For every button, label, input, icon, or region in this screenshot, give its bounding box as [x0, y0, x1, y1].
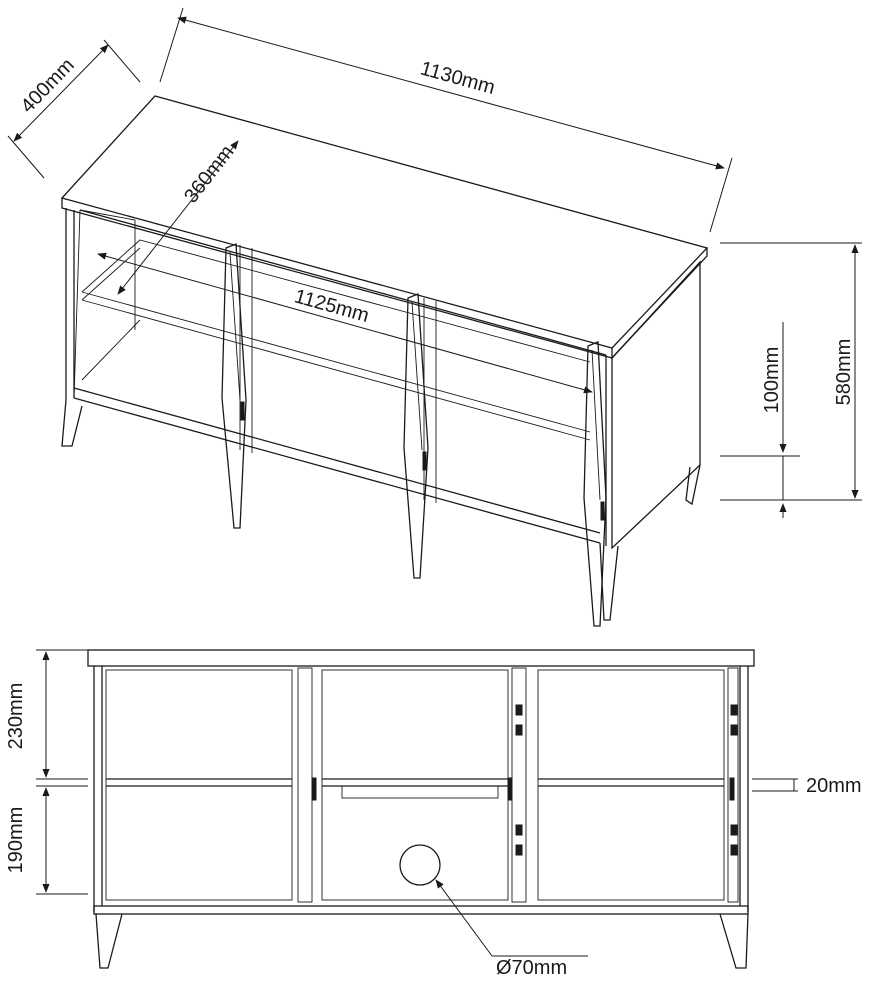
- front-bottom-rail: [93, 905, 749, 915]
- dim-inner-depth: 360mm: [117, 140, 239, 295]
- cabinet-right-side: [611, 260, 701, 550]
- dim-upper-compartment: 230mm: [5, 649, 88, 780]
- lower-compartment-label: 190mm: [5, 807, 27, 874]
- dim-shelf-thickness: 20mm: [752, 775, 862, 797]
- compartment-middle: [321, 667, 527, 903]
- glass-door-right: [583, 341, 607, 627]
- dim-length: 1130mm: [159, 7, 733, 233]
- upper-compartment-label: 230mm: [5, 683, 27, 750]
- dim-height: 580mm: [720, 242, 862, 501]
- front-leg-right: [719, 913, 749, 969]
- cable-hole: [399, 844, 441, 886]
- height-label: 580mm: [833, 339, 855, 406]
- depth-label: 400mm: [17, 54, 79, 117]
- compartment-left: [105, 667, 317, 903]
- cabinet-top: [60, 95, 709, 359]
- front-top-panel: [87, 649, 755, 667]
- shelf-thickness-label: 20mm: [806, 775, 862, 797]
- door-hinges: [515, 704, 738, 856]
- compartment-right: [537, 667, 739, 903]
- front-view: [87, 649, 755, 969]
- glass-door-left: [221, 243, 247, 529]
- dim-lower-compartment: 190mm: [5, 785, 88, 895]
- dim-leg-height: 100mm: [720, 322, 800, 518]
- cable-hole-label: Ø70mm: [496, 957, 567, 979]
- cabinet-left-side: [61, 208, 83, 447]
- dim-cable-hole: Ø70mm: [435, 879, 588, 979]
- length-label: 1130mm: [418, 57, 497, 98]
- cabinet-front-frame: [73, 209, 619, 621]
- leg-height-label: 100mm: [761, 347, 783, 414]
- dim-depth: 400mm: [7, 39, 141, 179]
- inner-depth-label: 360mm: [180, 141, 238, 207]
- front-leg-left: [95, 913, 123, 969]
- isometric-view: [60, 95, 709, 627]
